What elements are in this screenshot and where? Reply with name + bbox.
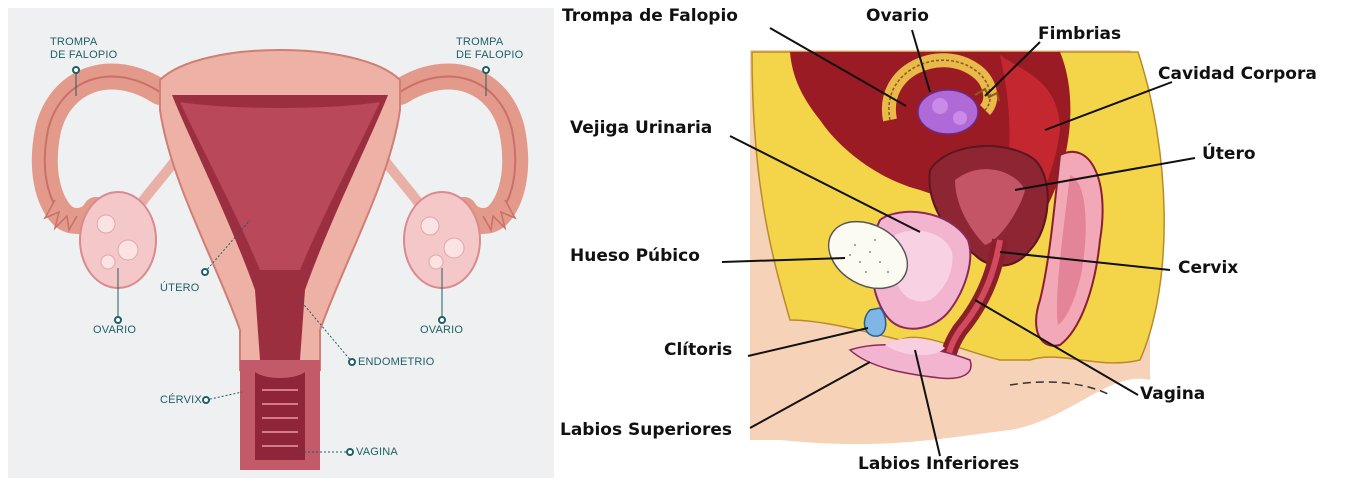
sagittal-pelvis-illustration [722, 28, 1346, 456]
label-corpus-cavity: Cavidad Corpora [1158, 64, 1317, 84]
label-uterus-frontal: ÚTERO [160, 282, 200, 295]
label-fallopian-tube: Trompa de Falopio [562, 6, 738, 26]
label-pubic-bone: Hueso Púbico [570, 246, 700, 266]
label-tube-right: TROMPA DE FALOPIO [456, 36, 523, 62]
label-uterus: Útero [1202, 144, 1256, 164]
label-clitoris: Clítoris [664, 340, 732, 360]
label-endometrium: ENDOMETRIO [358, 356, 435, 369]
label-vagina-frontal: VAGINA [356, 446, 398, 459]
label-tube-left: TROMPA DE FALOPIO [50, 36, 117, 62]
label-ovary: Ovario [866, 6, 929, 26]
label-cervix: Cervix [1178, 258, 1238, 278]
frontal-uterus-illustration [45, 50, 515, 470]
label-ovary-right: OVARIO [420, 324, 463, 337]
label-vagina: Vagina [1140, 384, 1205, 404]
label-bladder: Vejiga Urinaria [570, 118, 712, 138]
label-labia-minora: Labios Inferiores [858, 454, 1019, 474]
label-fimbriae: Fimbrias [1038, 24, 1121, 44]
label-labia-majora: Labios Superiores [560, 420, 732, 440]
label-cervix-frontal: CÉRVIX [160, 394, 202, 407]
label-ovary-left: OVARIO [93, 324, 136, 337]
